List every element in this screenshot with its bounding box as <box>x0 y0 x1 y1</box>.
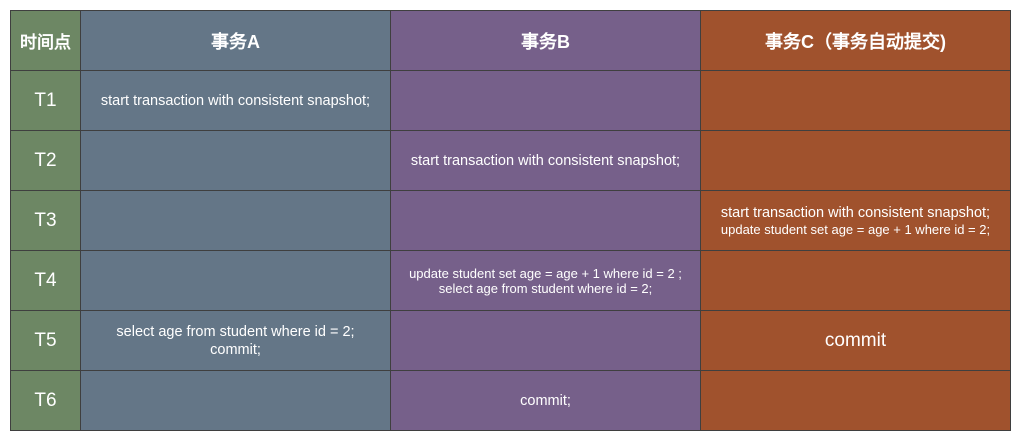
sql-statements: commit <box>824 329 887 351</box>
header-time-point: 时间点 <box>11 11 81 71</box>
sql-line: commit <box>824 329 887 351</box>
sql-statements: start transaction with consistent snapsh… <box>721 204 990 238</box>
sql-statements: update student set age = age + 1 where i… <box>409 266 682 296</box>
time-point-t1: T1 <box>11 71 81 131</box>
sql-line: update student set age = age + 1 where i… <box>409 265 682 281</box>
cell-t6-transaction-a <box>81 371 391 431</box>
header-transaction-b: 事务B <box>391 11 701 71</box>
sql-line: update student set age = age + 1 where i… <box>720 221 991 237</box>
cell-t3-transaction-b <box>391 191 701 251</box>
cell-t4-transaction-a <box>81 251 391 311</box>
sql-line: commit; <box>520 392 571 409</box>
time-point-t5: T5 <box>11 311 81 371</box>
cell-t5-transaction-c: commit <box>701 311 1011 371</box>
cell-t4-transaction-b: update student set age = age + 1 where i… <box>391 251 701 311</box>
header-transaction-c: 事务C（事务自动提交) <box>701 11 1011 71</box>
cell-t2-transaction-a <box>81 131 391 191</box>
cell-t2-transaction-c <box>701 131 1011 191</box>
cell-t6-transaction-b: commit; <box>391 371 701 431</box>
sql-line: start transaction with consistent snapsh… <box>410 152 681 169</box>
sql-line: commit; <box>210 341 261 358</box>
sql-statements: commit; <box>520 392 571 410</box>
header-transaction-a: 事务A <box>81 11 391 71</box>
cell-t1-transaction-a: start transaction with consistent snapsh… <box>81 71 391 131</box>
sql-line: start transaction with consistent snapsh… <box>100 92 371 109</box>
cell-t5-transaction-b <box>391 311 701 371</box>
time-point-t4: T4 <box>11 251 81 311</box>
cell-t3-transaction-c: start transaction with consistent snapsh… <box>701 191 1011 251</box>
sql-statements: select age from student where id = 2;com… <box>116 323 354 359</box>
sql-line: select age from student where id = 2; <box>116 323 355 340</box>
sql-line: select age from student where id = 2; <box>438 280 653 296</box>
cell-t1-transaction-b <box>391 71 701 131</box>
sql-statements: start transaction with consistent snapsh… <box>411 152 680 170</box>
transaction-timeline-table: 时间点 事务A 事务B 事务C（事务自动提交) T1 start transact… <box>10 10 1011 431</box>
sql-line: start transaction with consistent snapsh… <box>720 204 991 221</box>
time-point-t6: T6 <box>11 371 81 431</box>
cell-t4-transaction-c <box>701 251 1011 311</box>
cell-t3-transaction-a <box>81 191 391 251</box>
cell-t6-transaction-c <box>701 371 1011 431</box>
time-point-t2: T2 <box>11 131 81 191</box>
time-point-t3: T3 <box>11 191 81 251</box>
cell-t2-transaction-b: start transaction with consistent snapsh… <box>391 131 701 191</box>
sql-statements: start transaction with consistent snapsh… <box>101 92 370 110</box>
cell-t5-transaction-a: select age from student where id = 2;com… <box>81 311 391 371</box>
cell-t1-transaction-c <box>701 71 1011 131</box>
